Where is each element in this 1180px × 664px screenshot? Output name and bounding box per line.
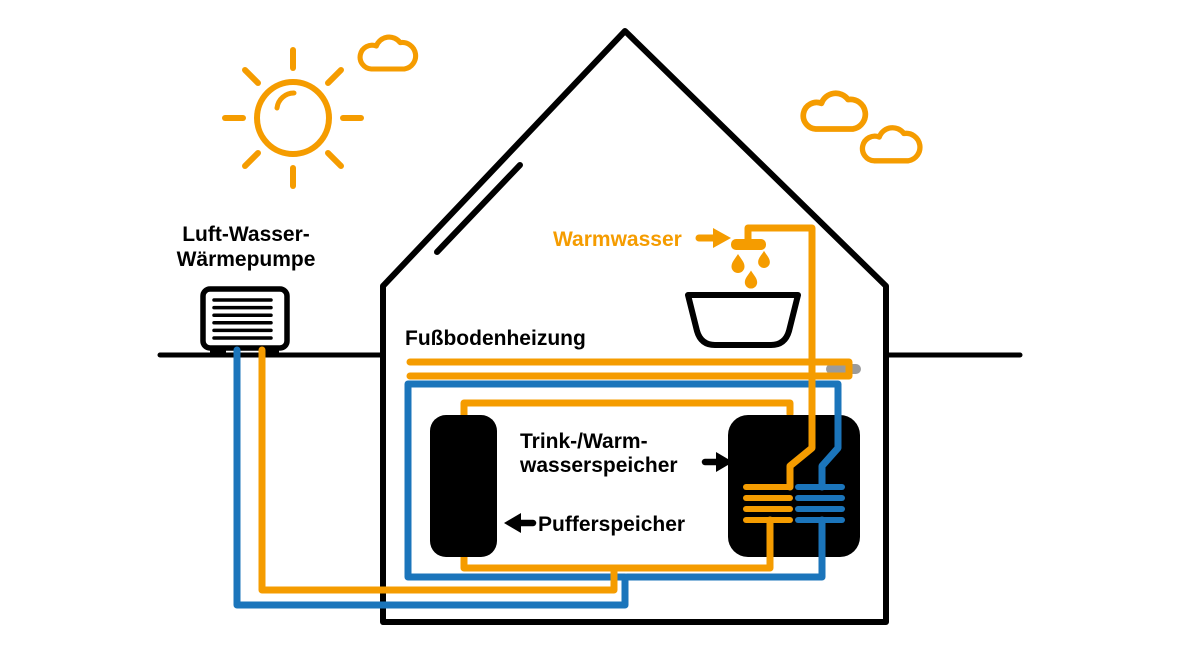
hot-water-label: Warmwasser: [553, 228, 682, 251]
cloud-icon: [859, 125, 923, 164]
cloud-icon: [357, 34, 419, 72]
buffer-tank: [430, 415, 497, 557]
water-drop-icon: [758, 250, 770, 268]
dhw-tank-label-line1: Trink-/Warm-: [520, 430, 648, 453]
heat-pump-label-line2: Wärmepumpe: [177, 248, 316, 271]
arrow-right-icon-hot-water: [695, 228, 731, 248]
heat-pump-label-line1: Luft-Wasser-: [182, 223, 310, 246]
pipe-coil-outlet-cold: [623, 516, 826, 581]
pipe-underfloor-heating-loop: [406, 358, 853, 380]
bathtub-icon: [685, 292, 801, 348]
water-drop-icon: [731, 254, 745, 273]
house-outline: [380, 28, 889, 625]
floor-heating-label: Fußbodenheizung: [405, 327, 586, 350]
roof-accent-line: [434, 162, 523, 255]
sun-icon: [222, 47, 364, 189]
buffer-tank-label: Pufferspeicher: [538, 513, 685, 536]
arrow-left-icon-buffer-tank: [504, 513, 537, 533]
shower-icon: [731, 239, 770, 289]
pipe-warm-supply-from-heat-pump: [258, 346, 618, 594]
cloud-icon: [800, 90, 869, 132]
water-drop-icon: [744, 270, 758, 289]
pipe-coil-inlet-warm: [786, 410, 816, 491]
pipe-hot-water-to-shower: [744, 224, 816, 418]
pipe-cold-return: [233, 346, 842, 609]
arrow-right-icon-dhw-tank: [701, 452, 733, 472]
pipe-coil-inlet-cold: [818, 410, 842, 491]
heat-pump-unit-icon: [200, 286, 290, 355]
dhw-tank-label-line2: wasserspeicher: [519, 454, 678, 477]
